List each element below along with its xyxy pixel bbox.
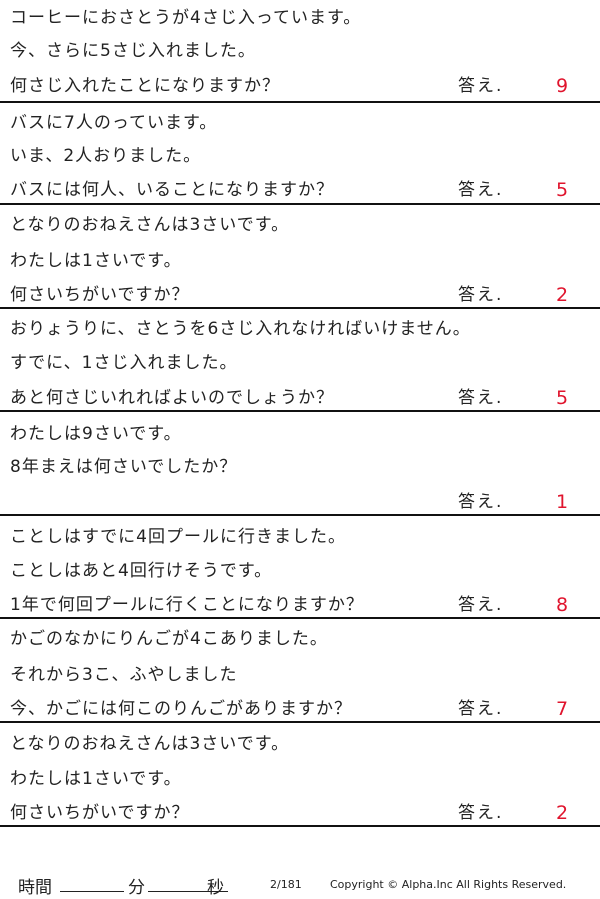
copyright: Copyright © Alpha.Inc All Rights Reserve… bbox=[330, 878, 567, 891]
answer-value: 1 bbox=[556, 491, 569, 513]
seconds-blank bbox=[148, 891, 204, 892]
answer-value: 2 bbox=[556, 802, 569, 824]
problem-8-line-3: 何さいちがいですか？ bbox=[10, 803, 190, 823]
problem-7-line-3: 今、かごには何このりんごがありますか？ bbox=[10, 699, 352, 719]
problem-6-line-3: 1年で何回プールに行くことになりますか？ bbox=[10, 595, 364, 615]
problem-2: バスに7人のっています。 いま、2人おりました。 バスには何人、いることになりま… bbox=[0, 103, 600, 205]
answer-value: 8 bbox=[556, 594, 569, 616]
problem-8: となりのおねえさんは3さいです。 わたしは1さいです。 何さいちがいですか？ 答… bbox=[0, 723, 600, 827]
answer-label: 答え. bbox=[458, 76, 504, 96]
answer-value: 5 bbox=[556, 179, 569, 201]
problem-1-line-1: コーヒーにおさとうが4さじ入っています。 bbox=[10, 8, 362, 28]
answer-value: 9 bbox=[556, 75, 569, 97]
problem-1: コーヒーにおさとうが4さじ入っています。 今、さらに5さじ入れました。 何さじ入… bbox=[0, 0, 600, 103]
problem-2-line-1: バスに7人のっています。 bbox=[10, 113, 218, 133]
answer-value: 7 bbox=[556, 698, 569, 720]
problem-4-line-1: おりょうりに、さとうを6さじ入れなければいけません。 bbox=[10, 319, 471, 339]
problem-7: かごのなかにりんごが4こありました。 それから3こ、ふやしました 今、かごには何… bbox=[0, 619, 600, 723]
answer-label: 答え. bbox=[458, 803, 504, 823]
problem-4-line-3: あと何さじいれればよいのでしょうか？ bbox=[10, 388, 334, 408]
seconds-blank-tail bbox=[204, 891, 228, 892]
problem-6: ことしはすでに4回プールに行きました。 ことしはあと4回行けそうです。 1年で何… bbox=[0, 516, 600, 619]
seconds-label: 秒 bbox=[207, 878, 224, 898]
problem-5: わたしは9さいです。 8年まえは何さいでしたか？ 答え. 1 bbox=[0, 412, 600, 516]
footer: 時間 分 秒 2/181 Copyright © Alpha.Inc All R… bbox=[0, 873, 600, 899]
problem-2-line-3: バスには何人、いることになりますか？ bbox=[10, 180, 334, 200]
problem-3-line-1: となりのおねえさんは3さいです。 bbox=[10, 215, 290, 235]
answer-label: 答え. bbox=[458, 595, 504, 615]
page-number: 2/181 bbox=[270, 878, 302, 891]
answer-label: 答え. bbox=[458, 699, 504, 719]
problem-2-line-2: いま、2人おりました。 bbox=[10, 146, 202, 166]
problem-3: となりのおねえさんは3さいです。 わたしは1さいです。 何さいちがいですか？ 答… bbox=[0, 205, 600, 309]
problem-7-line-1: かごのなかにりんごが4こありました。 bbox=[10, 629, 328, 649]
problem-5-line-1: わたしは9さいです。 bbox=[10, 424, 182, 444]
minutes-blank bbox=[60, 891, 124, 892]
problem-5-line-2: 8年まえは何さいでしたか？ bbox=[10, 457, 238, 477]
problem-3-line-2: わたしは1さいです。 bbox=[10, 251, 182, 271]
problem-4: おりょうりに、さとうを6さじ入れなければいけません。 すでに、1さじ入れました。… bbox=[0, 309, 600, 412]
problem-8-line-2: わたしは1さいです。 bbox=[10, 769, 182, 789]
answer-value: 5 bbox=[556, 387, 569, 409]
answer-label: 答え. bbox=[458, 285, 504, 305]
answer-label: 答え. bbox=[458, 492, 504, 512]
answer-label: 答え. bbox=[458, 388, 504, 408]
problem-7-line-2: それから3こ、ふやしました bbox=[10, 665, 238, 685]
answer-label: 答え. bbox=[458, 180, 504, 200]
problem-8-line-1: となりのおねえさんは3さいです。 bbox=[10, 734, 290, 754]
time-label: 時間 bbox=[18, 878, 52, 898]
minutes-label: 分 bbox=[128, 878, 145, 898]
problem-4-line-2: すでに、1さじ入れました。 bbox=[10, 353, 238, 373]
problem-6-line-2: ことしはあと4回行けそうです。 bbox=[10, 561, 273, 581]
answer-value: 2 bbox=[556, 284, 569, 306]
problem-1-line-2: 今、さらに5さじ入れました。 bbox=[10, 41, 256, 61]
problem-6-line-1: ことしはすでに4回プールに行きました。 bbox=[10, 527, 346, 547]
problem-3-line-3: 何さいちがいですか？ bbox=[10, 285, 190, 305]
problem-1-line-3: 何さじ入れたことになりますか？ bbox=[10, 76, 280, 96]
